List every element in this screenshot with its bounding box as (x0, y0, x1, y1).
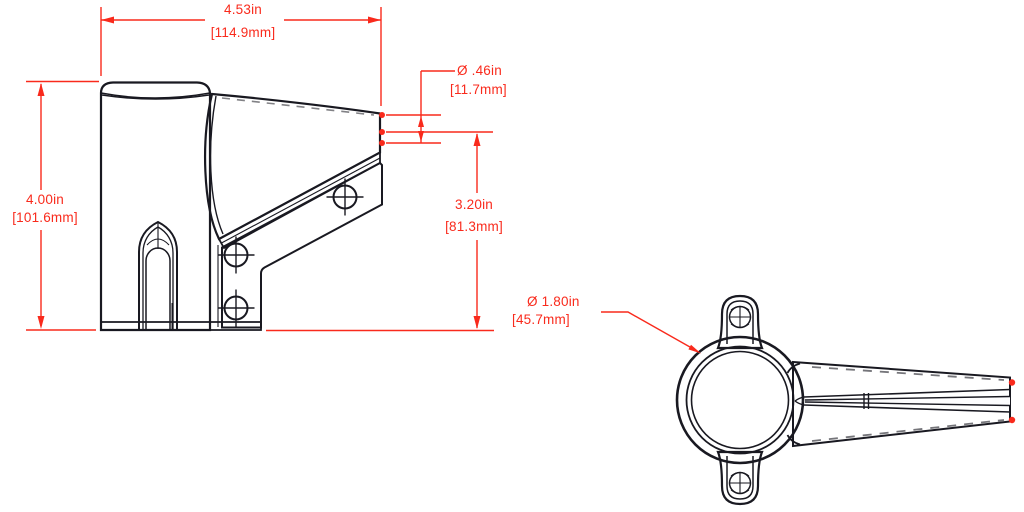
flange-mid-ring (685, 345, 795, 455)
dimension-face-height: 3.20in [81.3mm] (266, 131, 503, 332)
side-view (99, 81, 383, 332)
top-view (675, 294, 1011, 506)
dimension-arrow (368, 16, 381, 24)
tube-top-rim-line (101, 94, 210, 100)
dimension-arrow (418, 116, 424, 127)
base-band (100, 321, 262, 331)
horn-flange-fillet-top (786, 362, 801, 374)
horn-cone-shading-dashes (221, 97, 375, 116)
dim-flange-in: Ø 1.80in (527, 294, 580, 309)
plate-bevel-line (221, 157, 381, 244)
dim-width-mm: [114.9mm] (211, 25, 276, 40)
mount-hole-3 (217, 289, 255, 327)
dim-flange-mm: [45.7mm] (512, 312, 570, 327)
plate-bevel-band (217, 150, 381, 250)
dimension-tip-diameter: Ø .46in [11.7mm] (379, 63, 507, 146)
slot-round-arch (145, 247, 171, 330)
slot-facet-arc (146, 238, 170, 246)
dimension-flange-diameter: Ø 1.80in [45.7mm] (512, 294, 1016, 424)
horn-shading-dashes-top (811, 366, 1005, 381)
dimension-arrow (473, 316, 481, 329)
flange-tab-bottom (716, 450, 764, 506)
dimension-arrow (37, 316, 45, 329)
dim-tip-in: Ø .46in (457, 63, 502, 78)
dimension-overall-width: 4.53in [114.9mm] (100, 2, 382, 106)
dimension-point (1008, 416, 1016, 424)
dim-face-mm: [81.3mm] (445, 219, 503, 234)
dimension-leader-arrow (688, 344, 701, 354)
dimension-arrow (473, 133, 481, 146)
dimension-arrow (37, 83, 45, 96)
groove-tick-marks (863, 393, 870, 409)
flange-bore-face (690, 350, 790, 450)
mount-hole-1 (326, 178, 364, 216)
dim-face-in: 3.20in (455, 197, 493, 212)
dim-height-mm: [101.6mm] (12, 210, 78, 225)
horn-shading-dashes-bottom (811, 419, 1005, 442)
dim-width-in: 4.53in (224, 2, 262, 17)
horn-cone-inner-edge (209, 95, 224, 235)
tab-boss-bottom (728, 471, 752, 495)
dim-height-in: 4.00in (26, 192, 64, 207)
dimension-arrow (101, 16, 114, 24)
horn-groove (794, 388, 1011, 413)
dimension-point (1008, 379, 1016, 386)
flange-outer-ring (675, 335, 805, 465)
tube-top-face (100, 81, 211, 99)
mast-tube (99, 81, 212, 332)
dim-tip-mm: [11.7mm] (450, 82, 507, 97)
dimension-overall-height: 4.00in [101.6mm] (12, 80, 99, 331)
flange-tab-top (716, 294, 764, 350)
horn-flange-fillet-bottom (786, 434, 801, 446)
mount-hole-2 (217, 236, 255, 274)
dimension-arrow (418, 131, 424, 142)
mounting-plate (221, 161, 383, 329)
tab-boss-top (728, 305, 752, 329)
tube-slot (138, 220, 178, 331)
